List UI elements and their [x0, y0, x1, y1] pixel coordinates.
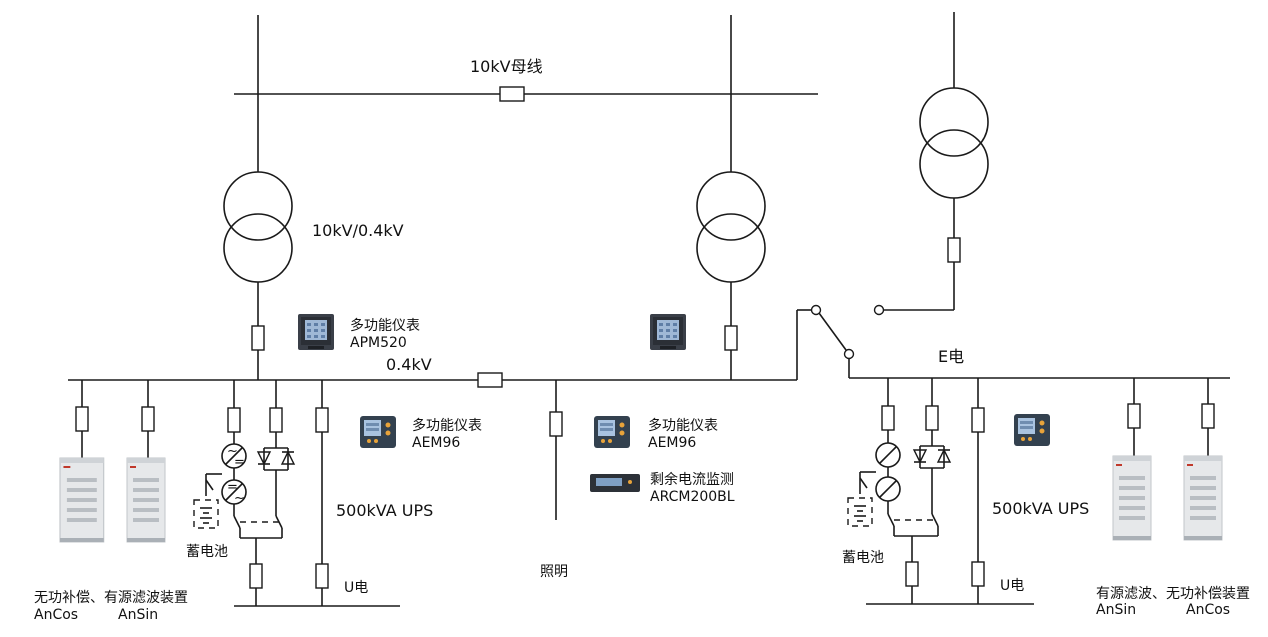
svg-text:~: ~ [227, 444, 238, 459]
right-cabinet-model-2: AnCos [1186, 602, 1230, 618]
aem96-right-meter-image [1014, 414, 1050, 446]
u-left-label: U电 [344, 580, 368, 596]
aem96-left-meter-image [360, 416, 396, 448]
apm-name: 多功能仪表 [350, 317, 420, 334]
right-transformer [873, 12, 989, 316]
left-cabinet-model-2: AnSin [118, 607, 158, 623]
aem96-mid-meter-image [594, 416, 630, 448]
bus-tie-fuse [499, 86, 525, 102]
aem-mid-model: AEM96 [648, 435, 696, 451]
u-right-label: U电 [1000, 578, 1024, 594]
hv-bus [234, 15, 818, 172]
left-transformer [223, 171, 293, 380]
arcm200bl-device-image [590, 474, 640, 492]
aem-left-model: AEM96 [412, 435, 460, 451]
lighting-label: 照明 [540, 564, 568, 580]
left-feeders: ~ = = ~ [59, 380, 563, 607]
apm-model: APM520 [350, 335, 407, 351]
e-power-label: E电 [938, 347, 964, 366]
lv-bus [68, 304, 1230, 388]
svg-text:=: = [227, 480, 238, 495]
right-feeders [847, 378, 1223, 605]
left-cabinet-model-1: AnCos [34, 607, 78, 623]
svg-text:~: ~ [234, 491, 245, 506]
arcm-name: 剩余电流监测 [650, 471, 734, 488]
bus-04kv-label: 0.4kV [386, 355, 432, 374]
apm520-meter-image [298, 314, 334, 350]
battery-left-label: 蓄电池 [186, 544, 228, 560]
ups-left-label: 500kVA UPS [336, 501, 433, 520]
lv-bus-tie-fuse [477, 372, 503, 388]
transformer-label: 10kV/0.4kV [312, 221, 404, 240]
aem-mid-name: 多功能仪表 [648, 417, 718, 434]
arcm-model: ARCM200BL [650, 489, 735, 505]
mid-transformer [696, 171, 766, 380]
battery-right-label: 蓄电池 [842, 550, 884, 566]
right-cabinet-model-1: AnSin [1096, 602, 1136, 618]
bus-10kv-label: 10kV母线 [470, 57, 543, 76]
ups-right-label: 500kVA UPS [992, 499, 1089, 518]
svg-text:=: = [234, 455, 245, 470]
left-cabinet-names: 无功补偿、有源滤波装置 [34, 590, 188, 606]
right-cabinet-names: 有源滤波、无功补偿装置 [1096, 586, 1250, 602]
mid-meter-image [650, 314, 686, 350]
aem-left-name: 多功能仪表 [412, 417, 482, 434]
